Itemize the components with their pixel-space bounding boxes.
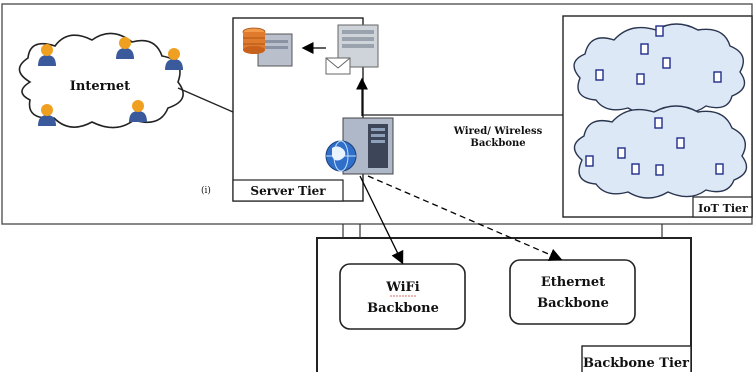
backbone-tier-label-box (581, 345, 692, 372)
ethernet-label: Ethernet (541, 275, 605, 290)
backbone-tier-label: Backbone Tier (583, 356, 689, 371)
mail-server-icon (325, 24, 379, 75)
user-icon (38, 44, 56, 66)
iot-device-icon (662, 57, 671, 69)
iot-device-icon (655, 164, 664, 176)
iot-cloud-lower (573, 105, 748, 199)
server-tier-label: Server Tier (250, 184, 326, 198)
wired-wireless-label-2: Backbone (470, 138, 525, 149)
server-tier-label-box (232, 179, 344, 202)
internet-label: Internet (70, 79, 130, 94)
wifi-backbone-label: Backbone (367, 301, 439, 316)
figure-marker: (i) (201, 185, 211, 196)
ethernet-backbone-box (509, 259, 636, 325)
iot-device-icon (636, 73, 645, 85)
ethernet-backbone-label: Backbone (537, 296, 609, 311)
database-server-icon (242, 27, 293, 67)
iot-device-icon (595, 69, 604, 81)
wifi-label: WiFi (385, 280, 420, 295)
internet-server-link (177, 87, 234, 113)
iot-device-icon (655, 25, 664, 37)
iot-tier-label: IoT Tier (698, 202, 748, 215)
globe-icon (325, 140, 357, 172)
user-icon (165, 48, 183, 70)
user-icon (116, 37, 134, 59)
wired-wireless-label-1: Wired/ Wireless (453, 126, 543, 137)
user-icon (129, 100, 147, 122)
iot-device-icon (715, 163, 724, 175)
iot-device-icon (676, 137, 685, 149)
iot-device-icon (631, 163, 640, 175)
iot-device-icon (640, 43, 649, 55)
iot-device-icon (713, 71, 722, 83)
iot-cloud-upper (573, 23, 746, 115)
iot-tier-label-box (692, 196, 753, 218)
iot-device-icon (585, 155, 594, 167)
server-to-wifi-arrow (359, 175, 404, 265)
iot-device-icon (654, 117, 663, 129)
iot-device-icon (617, 147, 626, 159)
user-icon (38, 104, 56, 126)
server-to-ethernet-arrow (367, 175, 563, 261)
